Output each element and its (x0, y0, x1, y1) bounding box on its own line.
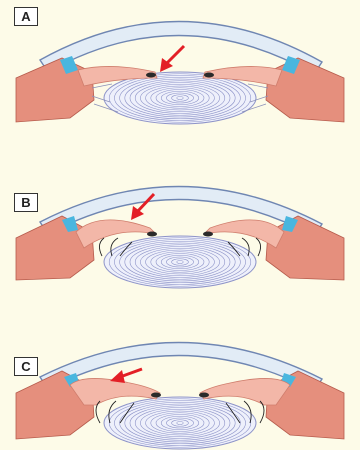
eye-anterior-segment-diagram (0, 305, 360, 450)
eye-anterior-segment-diagram (0, 0, 360, 145)
eye-anterior-segment-diagram (0, 152, 360, 297)
pupil-margin-right (203, 232, 213, 237)
pupil-margin-left (147, 232, 157, 237)
red-arrow (110, 369, 142, 383)
pupil-margin-right (199, 393, 209, 398)
ciliary-body-right (266, 58, 344, 122)
pupil-margin-left (146, 73, 156, 78)
lens (104, 397, 256, 449)
pupil-margin-left (151, 393, 161, 398)
lens (104, 236, 256, 288)
panel-c: C (0, 305, 360, 450)
panel-a: A (0, 0, 360, 145)
ciliary-body-left (16, 58, 94, 122)
ciliary-body-left (16, 216, 94, 280)
red-arrow (160, 46, 184, 72)
panel-b: B (0, 152, 360, 297)
pupil-margin-right (204, 73, 214, 78)
lens (104, 72, 256, 124)
ciliary-body-right (266, 216, 344, 280)
